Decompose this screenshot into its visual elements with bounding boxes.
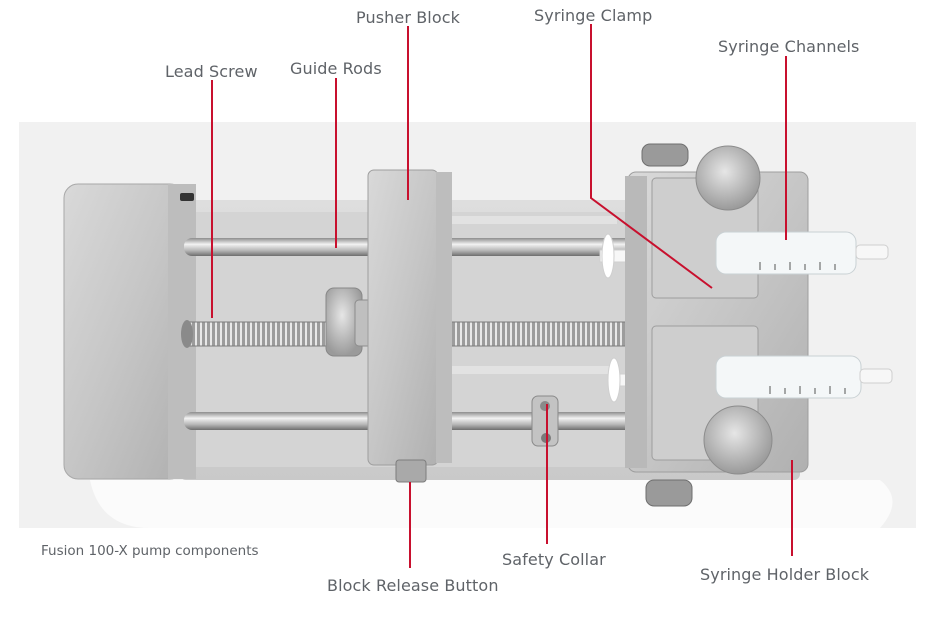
housing-screw [180, 193, 194, 201]
pusher-block-side [436, 172, 452, 463]
figure-caption: Fusion 100-X pump components [41, 543, 259, 559]
label-syringe-holder-block: Syringe Holder Block [700, 565, 870, 584]
label-guide-rods: Guide Rods [290, 59, 382, 78]
syringe-scale-marks [759, 262, 846, 394]
leader-line-syringe-clamp [590, 24, 713, 289]
pusher-block [367, 169, 439, 466]
safety-collar-screw [540, 401, 550, 411]
plunger-flange-bottom [607, 357, 621, 403]
pusher-rail-top [452, 216, 617, 224]
block-release-button-part [395, 459, 427, 483]
syringe-tip-top [855, 244, 889, 260]
safety-collar-part [531, 395, 559, 447]
plunger-flange-top [601, 233, 615, 279]
motor-housing [63, 183, 185, 480]
label-safety-collar: Safety Collar [502, 550, 606, 569]
label-block-release-button: Block Release Button [327, 576, 499, 595]
clamp-knob-upper [695, 145, 761, 211]
label-syringe-channels: Syringe Channels [718, 37, 860, 56]
label-pusher-block: Pusher Block [356, 8, 460, 27]
syringe-barrel-bottom [715, 355, 862, 399]
tray [90, 480, 893, 528]
holder-block-side [625, 176, 647, 468]
pusher-rail-bottom [452, 366, 617, 374]
syringe-tip-bottom [859, 368, 893, 384]
thumb-screw-top [641, 143, 689, 167]
label-lead-screw: Lead Screw [165, 62, 258, 81]
lead-screw-end [181, 320, 193, 348]
thumb-screw-bottom [645, 479, 693, 507]
label-syringe-clamp: Syringe Clamp [534, 6, 653, 25]
clamp-knob-lower [703, 405, 773, 475]
